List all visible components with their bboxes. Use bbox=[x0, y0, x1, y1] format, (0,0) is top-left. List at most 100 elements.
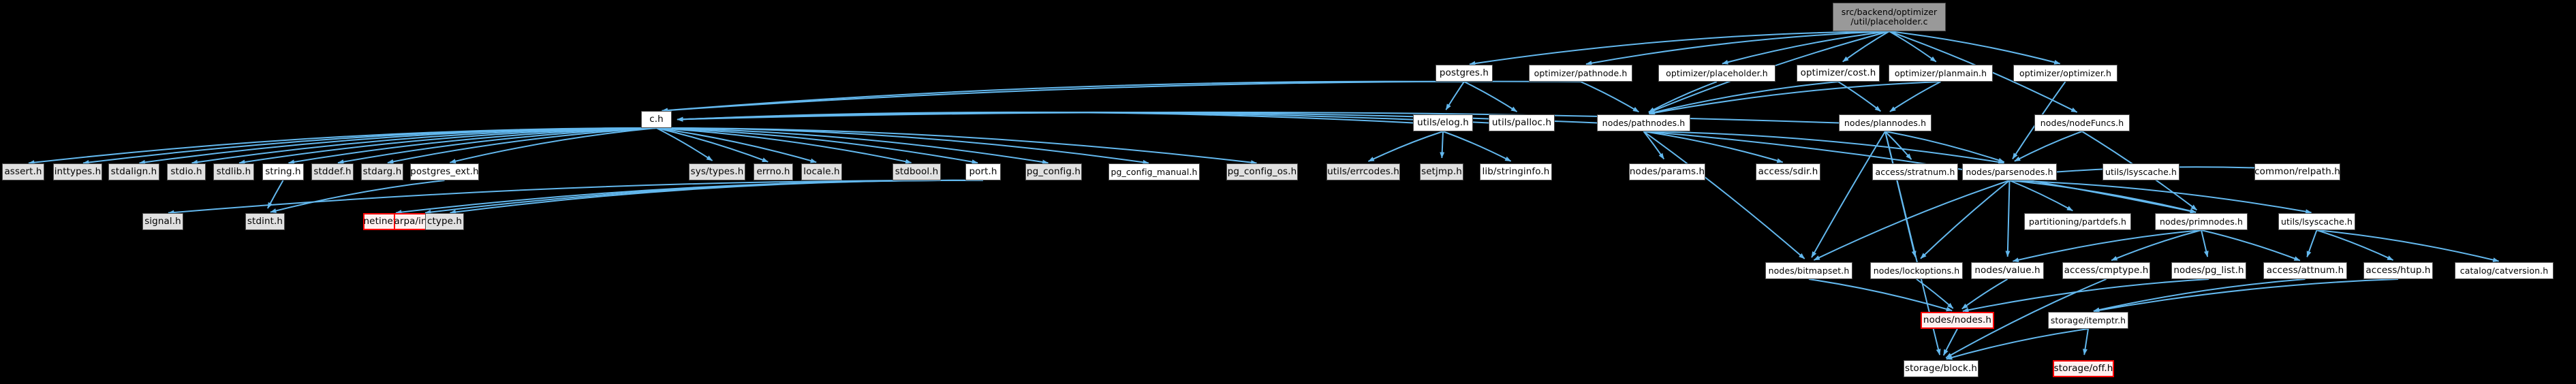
edge-nodes_parsenodes-to-partitioning_partdefs bbox=[2009, 180, 2073, 212]
graph-node-access_sdir[interactable]: access/sdir.h bbox=[1756, 163, 1820, 180]
graph-node-locale_h[interactable]: locale.h bbox=[801, 163, 842, 180]
graph-node-root[interactable]: src/backend/optimizer/util/placeholder.c bbox=[1833, 3, 1946, 31]
graph-node-storage_off[interactable]: storage/off.h bbox=[2053, 360, 2114, 377]
edge-port_h-to-ctype_h bbox=[449, 179, 984, 214]
graph-node-utils_lsyscache2[interactable]: utils/lsyscache.h bbox=[2278, 213, 2355, 230]
graph-node-catalog_catversion[interactable]: catalog/catversion.h bbox=[2455, 262, 2554, 279]
graph-node-nodes_lockoptions[interactable]: nodes/lockoptions.h bbox=[1870, 262, 1963, 279]
edge-port_h-to-signal_h bbox=[168, 179, 984, 215]
edge-utils_lsyscache2-to-catalog_catversion bbox=[2316, 229, 2500, 263]
edge-c_h-to-stdlib_h bbox=[238, 127, 657, 165]
graph-node-storage_block[interactable]: storage/block.h bbox=[1904, 360, 1978, 377]
graph-node-lib_stringinfo[interactable]: lib/stringinfo.h bbox=[1480, 163, 1552, 180]
graph-node-nodes_params[interactable]: nodes/params.h bbox=[1629, 163, 1705, 180]
graph-node-access_cmptype[interactable]: access/cmptype.h bbox=[2062, 262, 2150, 279]
edge-opt_cost-to-nodes_pathnodes bbox=[1648, 81, 1839, 115]
edge-access_attnum-to-storage_itemptr bbox=[2093, 278, 2306, 313]
graph-node-nodes_value[interactable]: nodes/value.h bbox=[1971, 262, 2044, 279]
graph-node-stdint_h[interactable]: stdint.h bbox=[245, 213, 285, 230]
edge-port_h-to-arpa_inet bbox=[424, 179, 984, 214]
graph-node-pg_config_manual[interactable]: pg_config_manual.h bbox=[1108, 163, 1200, 180]
graph-node-access_stratnum[interactable]: access/stratnum.h bbox=[1872, 163, 1958, 180]
graph-node-utils_elog[interactable]: utils/elog.h bbox=[1413, 114, 1473, 131]
edge-nodes_pathnodes-to-nodes_bitmapset bbox=[1643, 131, 1805, 259]
edge-nodes_plannodes-to-nodes_bitmapset bbox=[1811, 131, 1886, 258]
graph-node-utils_palloc[interactable]: utils/palloc.h bbox=[1489, 114, 1555, 131]
edge-utils_palloc-to-c_h bbox=[677, 111, 1489, 124]
graph-node-postgres_h[interactable]: postgres.h bbox=[1436, 65, 1493, 82]
graph-node-stdbool_h[interactable]: stdbool.h bbox=[893, 163, 941, 180]
edge-nodes_parsenodes-to-utils_lsyscache2 bbox=[2009, 180, 2312, 214]
graph-node-assert_h[interactable]: assert.h bbox=[2, 163, 44, 180]
edge-root-to-opt_placeholder bbox=[1722, 31, 1890, 65]
graph-node-signal_h[interactable]: signal.h bbox=[142, 213, 183, 230]
edge-c_h-to-string_h bbox=[288, 127, 657, 165]
graph-node-nodes_primnodes[interactable]: nodes/primnodes.h bbox=[2155, 213, 2248, 230]
edge-c_h-to-stdarg_h bbox=[387, 127, 657, 164]
graph-node-utils_errcodes[interactable]: utils/errcodes.h bbox=[1326, 163, 1400, 180]
edge-storage_itemptr-to-storage_block bbox=[1946, 328, 2089, 360]
graph-node-stdio_h[interactable]: stdio.h bbox=[167, 163, 206, 180]
graph-node-postgres_ext[interactable]: postgres_ext.h bbox=[410, 163, 479, 180]
edge-opt_pathnode-to-nodes_pathnodes bbox=[1580, 81, 1639, 113]
graph-node-string_h[interactable]: string.h bbox=[262, 163, 304, 180]
edge-c_h-to-postgres_ext bbox=[449, 127, 657, 164]
edge-nodes_primnodes-to-access_cmptype bbox=[2111, 229, 2202, 261]
edge-nodes_nodes-to-storage_block bbox=[1942, 328, 1958, 356]
edge-nodes_primnodes-to-nodes_pg_list bbox=[2201, 229, 2209, 257]
edge-utils_elog-to-utils_errcodes bbox=[1367, 131, 1444, 162]
graph-node-partitioning_partdefs[interactable]: partitioning/partdefs.h bbox=[2024, 213, 2131, 230]
graph-node-sys_types[interactable]: sys/types.h bbox=[689, 163, 745, 180]
graph-node-access_attnum[interactable]: access/attnum.h bbox=[2263, 262, 2347, 279]
graph-node-pg_config_os[interactable]: pg_config_os.h bbox=[1226, 163, 1298, 180]
edge-postgres_ext-to-stdint_h bbox=[270, 180, 445, 213]
graph-node-opt_cost[interactable]: optimizer/cost.h bbox=[1797, 65, 1880, 82]
graph-node-pg_config_h[interactable]: pg_config.h bbox=[1025, 163, 1082, 180]
edge-postgres_h-to-utils_palloc bbox=[1463, 81, 1518, 112]
edge-nodes_parsenodes-to-nodes_lockoptions bbox=[1920, 180, 2011, 259]
edge-postgres_h-to-c_h bbox=[661, 80, 1465, 113]
graph-node-stdlib_h[interactable]: stdlib.h bbox=[213, 163, 254, 180]
graph-node-setjmp_h[interactable]: setjmp.h bbox=[1420, 163, 1463, 180]
graph-node-opt_planmain[interactable]: optimizer/planmain.h bbox=[1889, 65, 1993, 82]
edge-nodes_bitmapset-to-nodes_nodes bbox=[1808, 278, 1953, 312]
graph-node-errno_h[interactable]: errno.h bbox=[754, 163, 793, 180]
edge-nodes_pathnodes-to-nodes_params bbox=[1643, 131, 1665, 160]
graph-node-access_htup[interactable]: access/htup.h bbox=[2363, 262, 2433, 279]
edge-nodes_pg_list-to-nodes_nodes bbox=[1962, 278, 2209, 313]
edge-nodes_pathnodes-to-access_sdir bbox=[1643, 131, 1784, 163]
edge-nodes_lockoptions-to-nodes_nodes bbox=[1916, 278, 1954, 309]
graph-node-opt_pathnode[interactable]: optimizer/pathnode.h bbox=[1529, 65, 1632, 82]
edge-opt_placeholder-to-nodes_pathnodes bbox=[1648, 81, 1718, 113]
graph-node-nodes_bitmapset[interactable]: nodes/bitmapset.h bbox=[1765, 262, 1852, 279]
edge-root-to-opt_pathnode bbox=[1585, 31, 1890, 66]
graph-node-nodes_nodefuncs[interactable]: nodes/nodeFuncs.h bbox=[2034, 114, 2130, 131]
edge-nodes_parsenodes-to-nodes_value bbox=[2005, 180, 2011, 257]
graph-node-nodes_nodes[interactable]: nodes/nodes.h bbox=[1921, 312, 1994, 329]
graph-node-nodes_pg_list[interactable]: nodes/pg_list.h bbox=[2171, 262, 2246, 279]
graph-node-stdalign_h[interactable]: stdalign.h bbox=[108, 163, 159, 180]
graph-node-stdarg_h[interactable]: stdarg.h bbox=[361, 163, 403, 180]
edge-nodes_pathnodes-to-nodes_parsenodes bbox=[1643, 131, 2005, 165]
graph-node-stddef_h[interactable]: stddef.h bbox=[311, 163, 354, 180]
graph-node-inttypes_h[interactable]: inttypes.h bbox=[53, 163, 102, 180]
edge-access_cmptype-to-storage_block bbox=[1945, 278, 2107, 359]
graph-node-ctype_h[interactable]: ctype.h bbox=[425, 213, 464, 230]
graph-node-utils_lsyscache[interactable]: utils/lsyscache.h bbox=[2102, 163, 2179, 180]
edge-nodes_plannodes-to-access_stratnum bbox=[1884, 131, 1912, 160]
graph-node-opt_optimizer[interactable]: optimizer/optimizer.h bbox=[2013, 65, 2117, 82]
edge-string_h-to-stdint_h bbox=[266, 180, 284, 209]
graph-node-storage_itemptr[interactable]: storage/itemptr.h bbox=[2048, 312, 2128, 329]
edge-opt_cost-to-nodes_plannodes bbox=[1837, 81, 1882, 112]
graph-node-nodes_parsenodes[interactable]: nodes/parsenodes.h bbox=[1962, 163, 2057, 180]
edge-c_h-to-stdbool_h bbox=[656, 127, 912, 164]
graph-node-nodes_pathnodes[interactable]: nodes/pathnodes.h bbox=[1597, 114, 1690, 131]
graph-node-opt_placeholder[interactable]: optimizer/placeholder.h bbox=[1658, 65, 1775, 82]
graph-node-port_h[interactable]: port.h bbox=[965, 163, 1001, 180]
graph-node-common_relpath[interactable]: common/relpath.h bbox=[2254, 163, 2340, 180]
graph-node-c_h[interactable]: c.h bbox=[641, 111, 672, 128]
edge-utils_lsyscache2-to-access_htup bbox=[2316, 229, 2394, 261]
edge-utils_elog-to-lib_stringinfo bbox=[1442, 131, 1512, 162]
edge-utils_elog-to-setjmp_h bbox=[1440, 131, 1445, 159]
graph-node-nodes_plannodes[interactable]: nodes/plannodes.h bbox=[1839, 114, 1931, 131]
